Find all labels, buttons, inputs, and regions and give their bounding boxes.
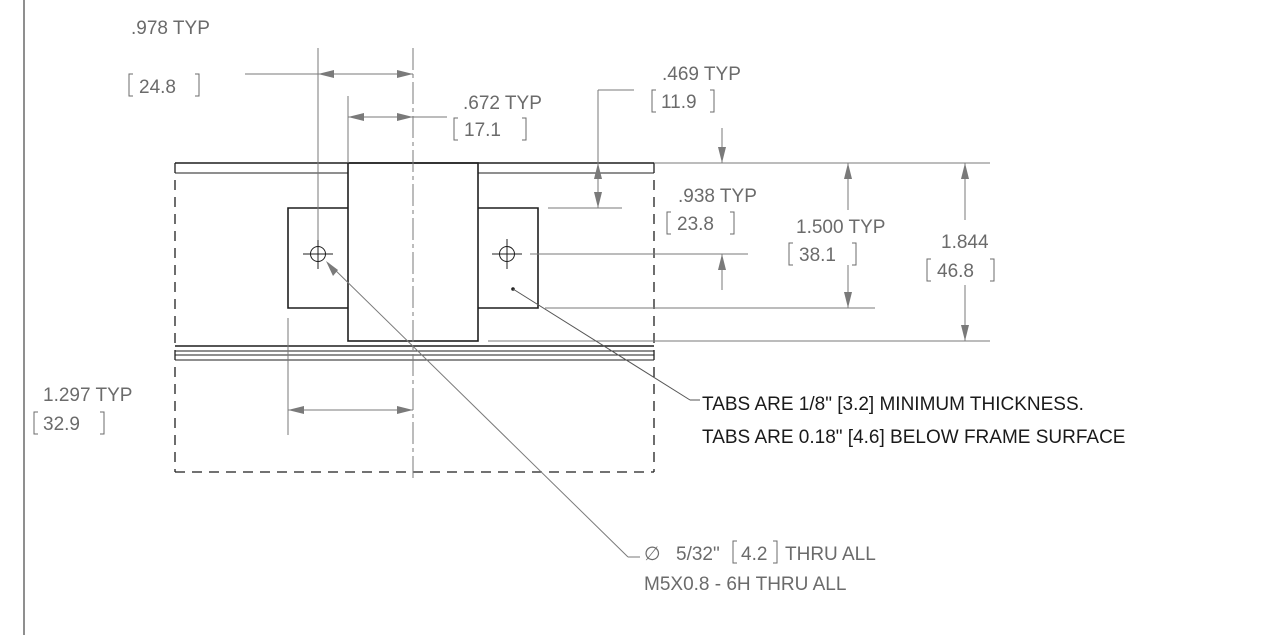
hole-note-thru: THRU ALL [785,544,876,565]
dim-672-value: .672 TYP [463,93,542,114]
dim-469-bracket [651,89,715,113]
dim-938-value: .938 TYP [678,186,757,207]
dim-1844-value: 1.844 [941,232,989,253]
dim-672-bracket [453,117,527,141]
frame-outline [174,162,655,473]
dim-1844-metric: 46.8 [937,261,974,282]
dim-978 [245,48,413,240]
tabs-note-line2: TABS ARE 0.18" [4.6] BELOW FRAME SURFACE [702,427,1125,448]
dim-1297-metric: 32.9 [43,414,80,435]
dim-1500-value: 1.500 TYP [796,217,885,238]
dim-469-metric: 11.9 [661,92,697,113]
dim-672 [347,96,447,163]
dim-469-value: .469 TYP [662,64,741,85]
dim-978-bracket [128,73,200,97]
dim-1297-bracket [33,411,105,435]
dim-1500 [545,163,875,309]
dim-1500-metric: 38.1 [799,245,836,266]
hole-note-thread: M5X0.8 - 6H THRU ALL [644,574,846,595]
diameter-symbol: ∅ [644,544,661,565]
dim-938-metric: 23.8 [677,214,714,235]
dim-938-bracket [666,211,735,235]
right-tab [478,207,539,309]
hole-note-metric: 4.2 [741,544,767,565]
dim-672-metric: 17.1 [464,120,501,141]
hole-note-leader [326,261,640,558]
dim-469 [548,89,990,209]
dim-978-metric: 24.8 [139,77,176,98]
tabs-note-leader [512,288,700,401]
dim-1297-value: 1.297 TYP [43,385,132,406]
dim-978-value: .978 TYP [131,18,210,39]
hole-note-bracket [732,540,778,564]
dim-1844 [488,163,990,342]
dim-1500-bracket [788,242,857,266]
dim-938 [530,128,748,290]
dim-1297 [287,318,413,435]
tabs-note-line1: TABS ARE 1/8" [3.2] MINIMUM THICKNESS. [702,394,1084,415]
hole-note-size: 5/32" [676,544,720,565]
dim-1844-bracket [926,258,995,282]
